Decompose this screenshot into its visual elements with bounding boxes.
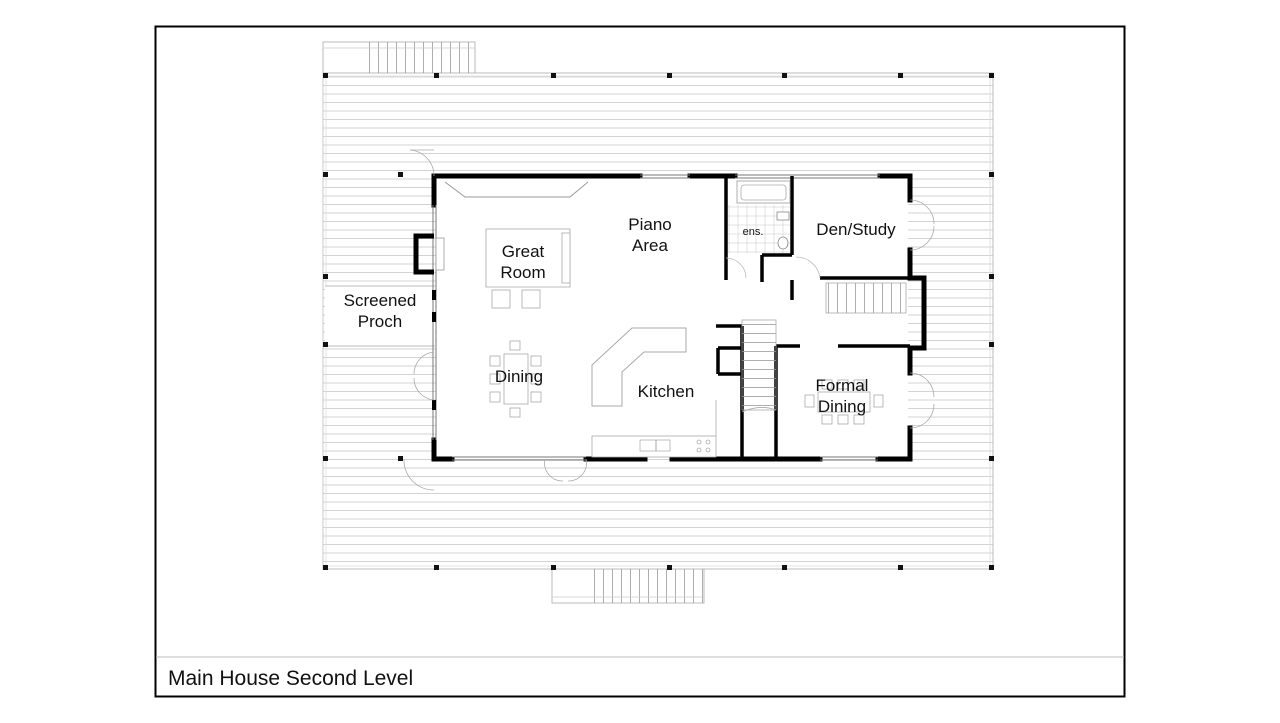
exterior-walls (431, 173, 927, 462)
label-kitchen: Kitchen (638, 382, 695, 401)
label-piano-area-1: Piano (628, 215, 671, 234)
dining-table (489, 340, 542, 418)
label-screened-porch-2: Proch (358, 312, 402, 331)
great-room-furniture (485, 228, 571, 309)
label-great-room-2: Room (500, 263, 545, 282)
label-ensuite: ens. (743, 226, 764, 238)
label-great-room-1: Great (502, 242, 545, 261)
ensuite-fixtures (725, 180, 791, 279)
label-screened-porch-1: Screened (344, 291, 417, 310)
stair-bottom (551, 568, 705, 604)
doors (403, 149, 935, 491)
kitchen-counter (591, 400, 717, 458)
drawing-caption: Main House Second Level (168, 667, 414, 690)
label-dining: Dining (495, 367, 543, 386)
label-formal-dining-1: Formal (816, 376, 869, 395)
fireplace (413, 233, 445, 275)
kitchen-island (591, 327, 687, 407)
screened-porch-area (325, 286, 435, 346)
main-stair (741, 319, 777, 413)
upper-stair (795, 256, 907, 314)
label-formal-dining-2: Dining (818, 397, 866, 416)
sheet-border (154, 25, 1126, 698)
stair-top-left (322, 41, 476, 74)
label-den-study: Den/Study (816, 220, 896, 239)
wraparound-deck (322, 72, 994, 570)
deck-posts (323, 73, 994, 570)
label-piano-area-2: Area (632, 236, 668, 255)
formal-dining-table (804, 379, 884, 425)
